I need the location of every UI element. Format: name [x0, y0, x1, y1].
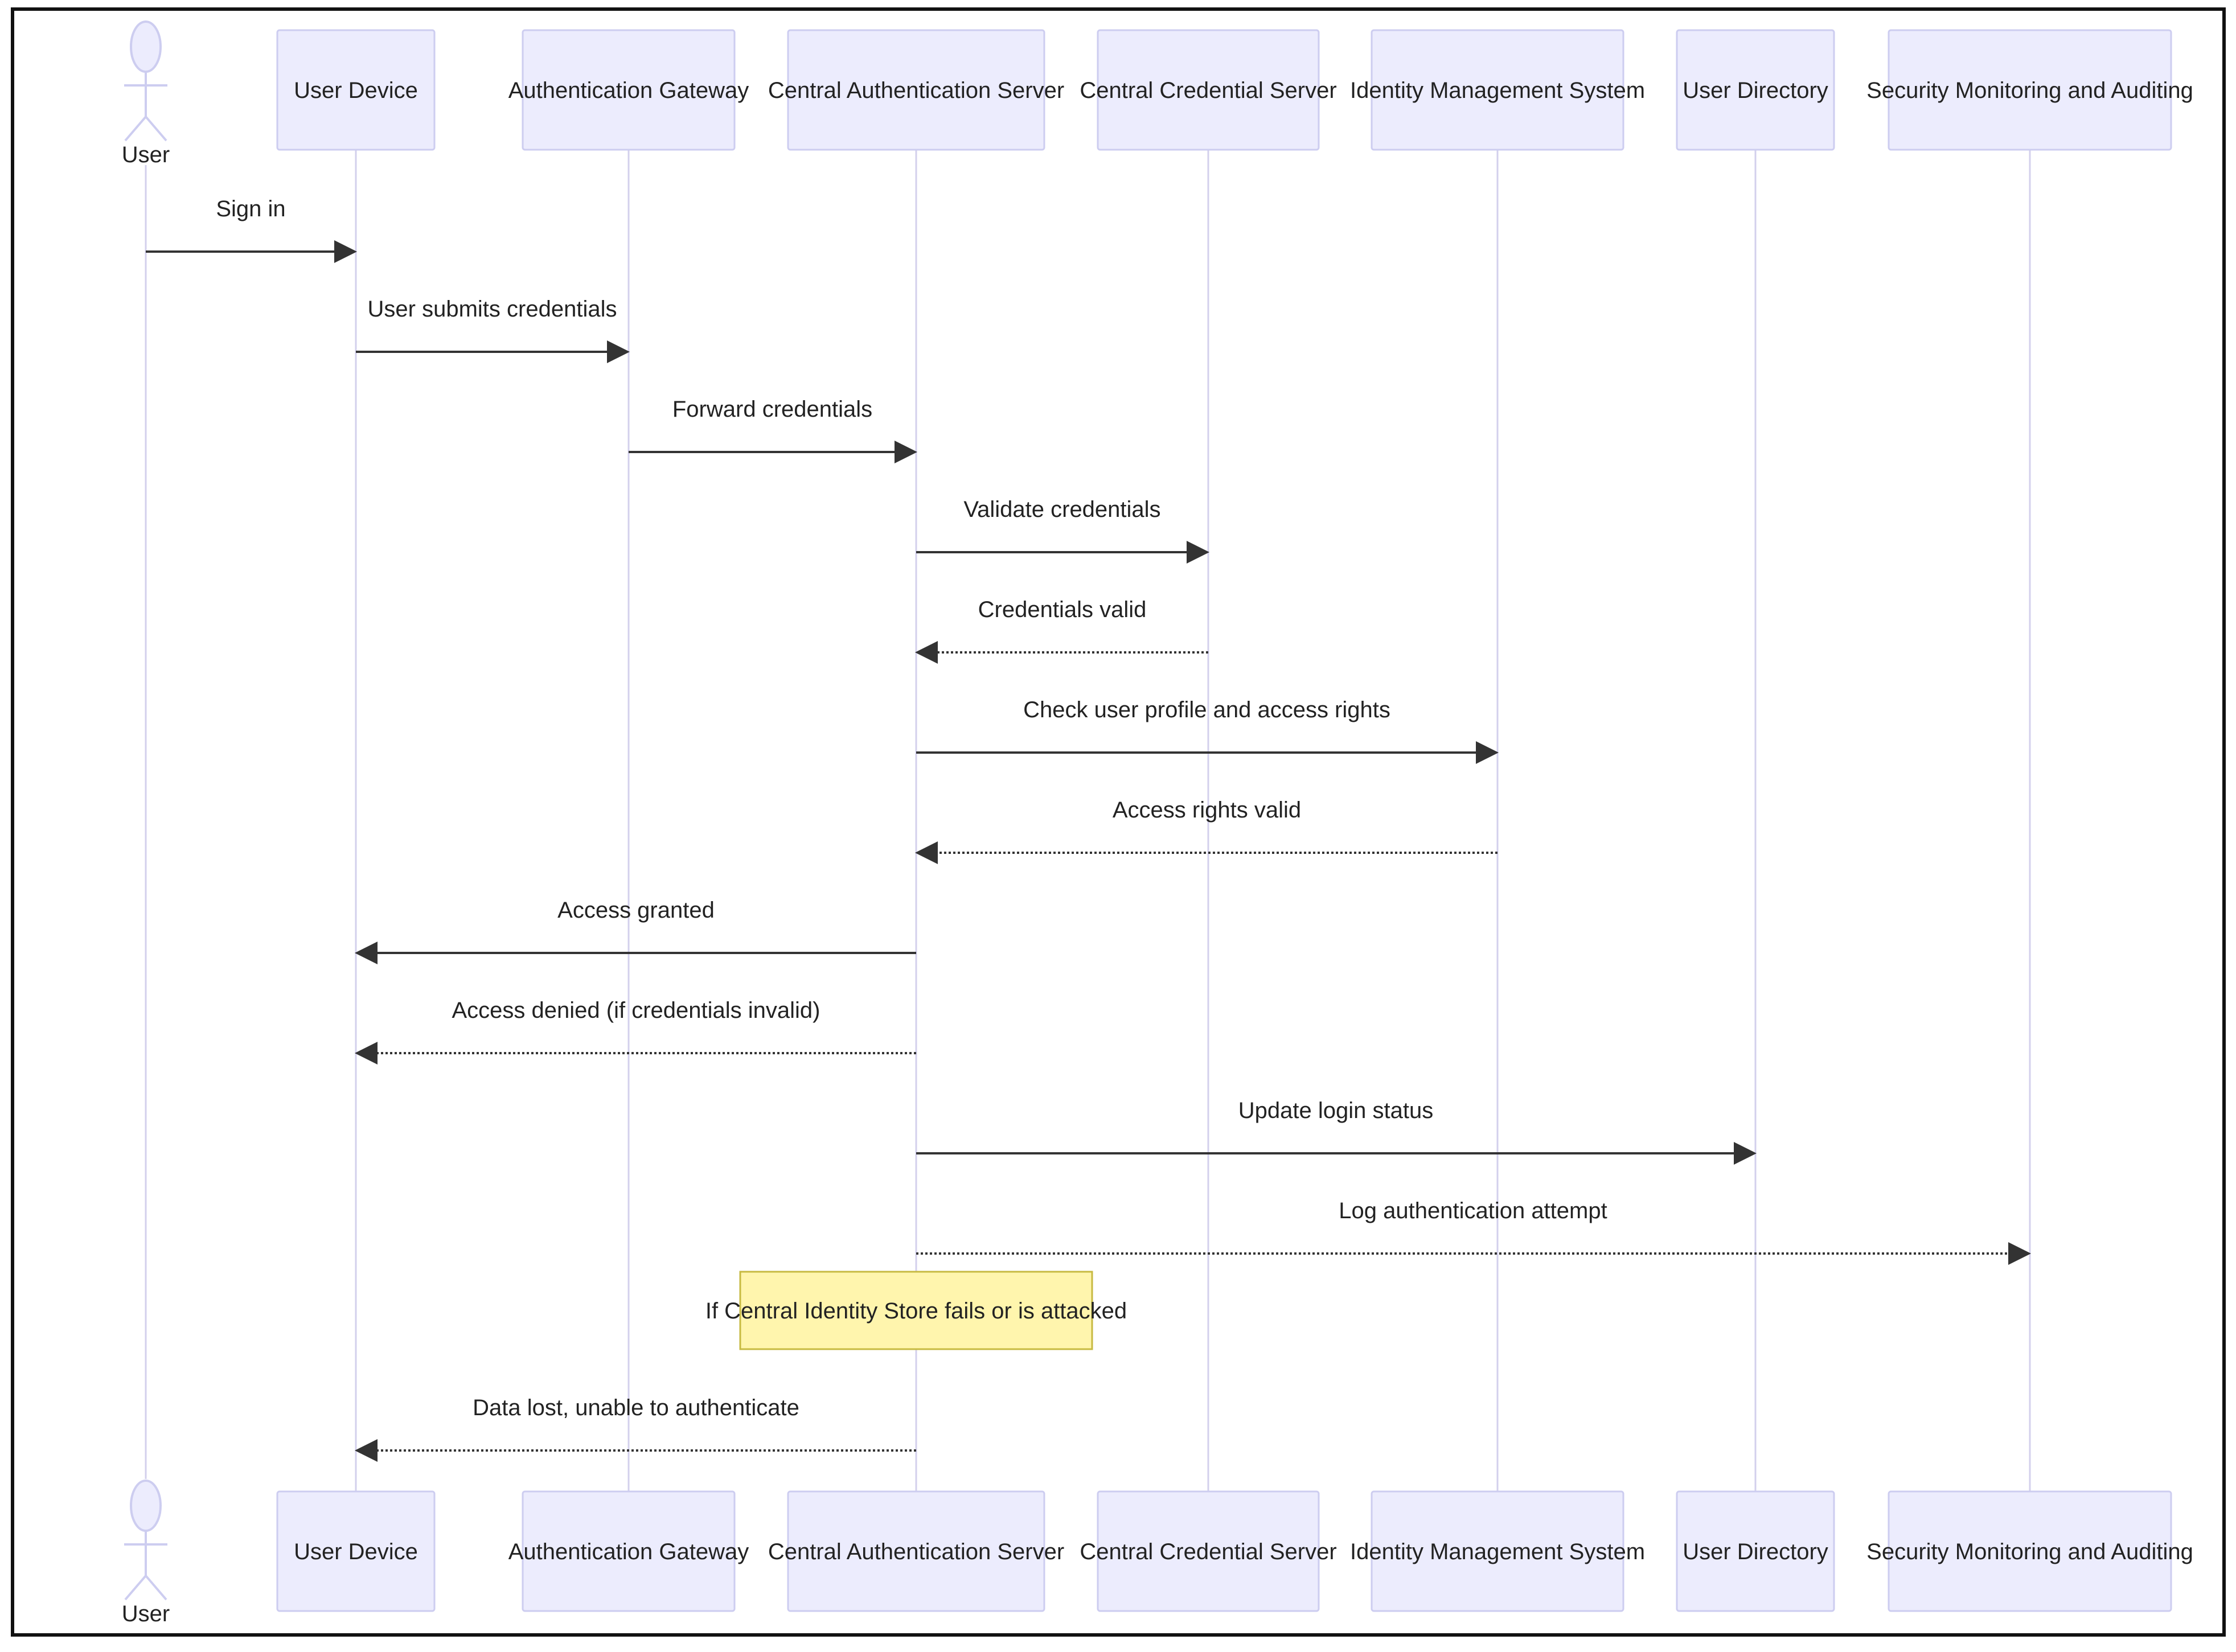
message-label: Data lost, unable to authenticate: [473, 1395, 799, 1420]
participant-dir-bottom: User Directory: [1676, 1490, 1835, 1612]
actor-user-bottom: User: [122, 1480, 170, 1626]
participant-box: [276, 1490, 436, 1612]
message-5: Credentials valid: [915, 597, 1208, 664]
message-7: Access rights valid: [915, 798, 1497, 864]
message-label: Sign in: [216, 196, 285, 221]
message-12: Data lost, unable to authenticate: [355, 1395, 916, 1462]
participant-label: User Device: [294, 78, 418, 103]
participant-cas-bottom: Central Authentication Server: [768, 1490, 1064, 1612]
participant-label: Identity Management System: [1350, 78, 1645, 103]
participant-sec-top: Security Monitoring and Auditing: [1866, 29, 2193, 151]
note-text: If Central Identity Store fails or is at…: [705, 1298, 1127, 1324]
message-label: Validate credentials: [963, 497, 1160, 522]
participant-label: User Device: [294, 1539, 418, 1564]
message-label: Access granted: [557, 898, 715, 923]
participant-ims-top: Identity Management System: [1350, 29, 1645, 151]
actor-head: [130, 20, 162, 73]
participant-ccs-bottom: Central Credential Server: [1080, 1490, 1337, 1612]
note-cas: If Central Identity Store fails or is at…: [705, 1271, 1127, 1350]
participant-box: [1676, 1490, 1835, 1612]
message-1: Sign in: [146, 196, 357, 263]
message-10: Update login status: [916, 1098, 1757, 1165]
message-4: Validate credentials: [916, 497, 1209, 564]
actor-label: User: [122, 1601, 170, 1626]
participant-label: User Directory: [1683, 1539, 1828, 1564]
participant-label: Central Credential Server: [1080, 1539, 1336, 1564]
notes: If Central Identity Store fails or is at…: [705, 1271, 1127, 1350]
message-label: Credentials valid: [978, 597, 1147, 622]
actor-leg-left: [124, 1575, 147, 1601]
participant-box: [1097, 29, 1320, 151]
message-label: Access rights valid: [1113, 798, 1301, 823]
message-11: Log authentication attempt: [916, 1198, 2031, 1265]
participant-box: [276, 29, 436, 151]
message-label: Forward credentials: [672, 397, 872, 422]
participant-sec-bottom: Security Monitoring and Auditing: [1866, 1490, 2193, 1612]
message-9: Access denied (if credentials invalid): [355, 998, 916, 1065]
message-3: Forward credentials: [629, 397, 917, 463]
participant-dir-top: User Directory: [1676, 29, 1835, 151]
participant-gateway-bottom: Authentication Gateway: [508, 1490, 749, 1612]
message-label: Access denied (if credentials invalid): [452, 998, 820, 1023]
participant-box: [1371, 29, 1624, 151]
message-8: Access granted: [355, 898, 916, 964]
participant-label: Central Credential Server: [1080, 78, 1336, 103]
message-label: Log authentication attempt: [1339, 1198, 1607, 1223]
actor-head: [130, 1480, 162, 1532]
actor-leg-right: [145, 1575, 167, 1601]
participant-box: [1888, 1490, 2172, 1612]
participant-gateway-top: Authentication Gateway: [508, 29, 749, 151]
participant-label: Security Monitoring and Auditing: [1866, 1539, 2193, 1564]
participant-device-bottom: User Device: [276, 1490, 436, 1612]
participant-box: [522, 29, 736, 151]
participant-label: Authentication Gateway: [508, 1539, 749, 1564]
participant-ccs-top: Central Credential Server: [1080, 29, 1337, 151]
participant-label: Central Authentication Server: [768, 1539, 1064, 1564]
actor-label: User: [122, 142, 170, 167]
message-6: Check user profile and access rights: [916, 697, 1499, 764]
participant-box: [1097, 1490, 1320, 1612]
participant-label: Identity Management System: [1350, 1539, 1645, 1564]
participant-label: Central Authentication Server: [768, 78, 1064, 103]
participant-device-top: User Device: [276, 29, 436, 151]
participant-ims-bottom: Identity Management System: [1350, 1490, 1645, 1612]
actor-user-top: User: [122, 20, 170, 167]
participant-box: [787, 1490, 1045, 1612]
diagram-frame: [11, 7, 2226, 1637]
participant-box: [1888, 29, 2172, 151]
participant-label: Authentication Gateway: [508, 78, 749, 103]
participant-box: [1676, 29, 1835, 151]
participant-label: User Directory: [1683, 78, 1828, 103]
participant-box: [522, 1490, 736, 1612]
message-2: User submits credentials: [356, 297, 630, 363]
message-label: Check user profile and access rights: [1023, 697, 1390, 722]
participant-box: [787, 29, 1045, 151]
message-label: Update login status: [1238, 1098, 1433, 1123]
participant-box: [1371, 1490, 1624, 1612]
lifelines: [145, 150, 2031, 1491]
participant-cas-top: Central Authentication Server: [768, 29, 1064, 151]
message-label: User submits credentials: [368, 297, 617, 322]
note-box: [739, 1271, 1093, 1350]
actor-leg-left: [124, 116, 147, 142]
actor-leg-right: [145, 116, 167, 142]
participant-label: Security Monitoring and Auditing: [1866, 78, 2193, 103]
